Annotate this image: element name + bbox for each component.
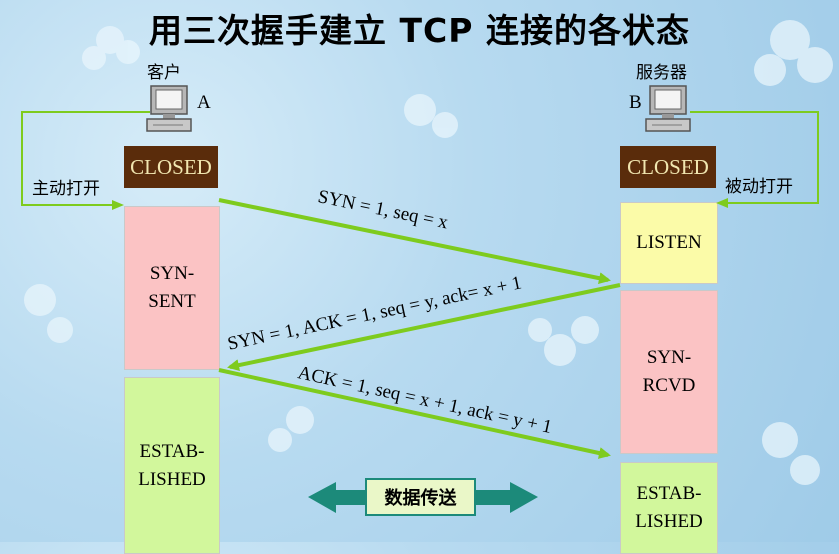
server-label: 服务器 [636,63,687,83]
server-closed-state: CLOSED [620,146,716,188]
server-state-syn-rcvd: SYN- RCVD [620,290,718,454]
server-state-established: ESTAB- LISHED [620,462,718,554]
ack-arrow [218,368,611,459]
client-letter: A [197,92,211,113]
page-title: 用三次握手建立 TCP 连接的各状态 [149,11,690,50]
client-open-loop-arrow [21,111,150,206]
syn-ack-arrow [227,283,621,372]
client-state-established: ESTAB- LISHED [124,377,220,554]
client-active-open-label: 主动打开 [32,179,100,199]
server-open-loop-arrow [690,111,819,204]
server-state-listen: LISTEN [620,202,718,284]
syn-arrow [218,198,611,285]
data-transfer-label: 数据传送 [365,478,476,516]
arrows-layer [21,111,819,513]
transfer-right-arrow [474,482,538,513]
client-closed-state: CLOSED [124,146,218,188]
client-state-syn-sent: SYN- SENT [124,206,220,370]
client-label: 客户 [147,63,181,83]
transfer-left-arrow [308,482,365,513]
client-computer-icon [146,85,192,132]
server-passive-open-label: 被动打开 [725,177,793,197]
server-letter: B [629,92,642,113]
server-computer-icon [645,85,691,132]
